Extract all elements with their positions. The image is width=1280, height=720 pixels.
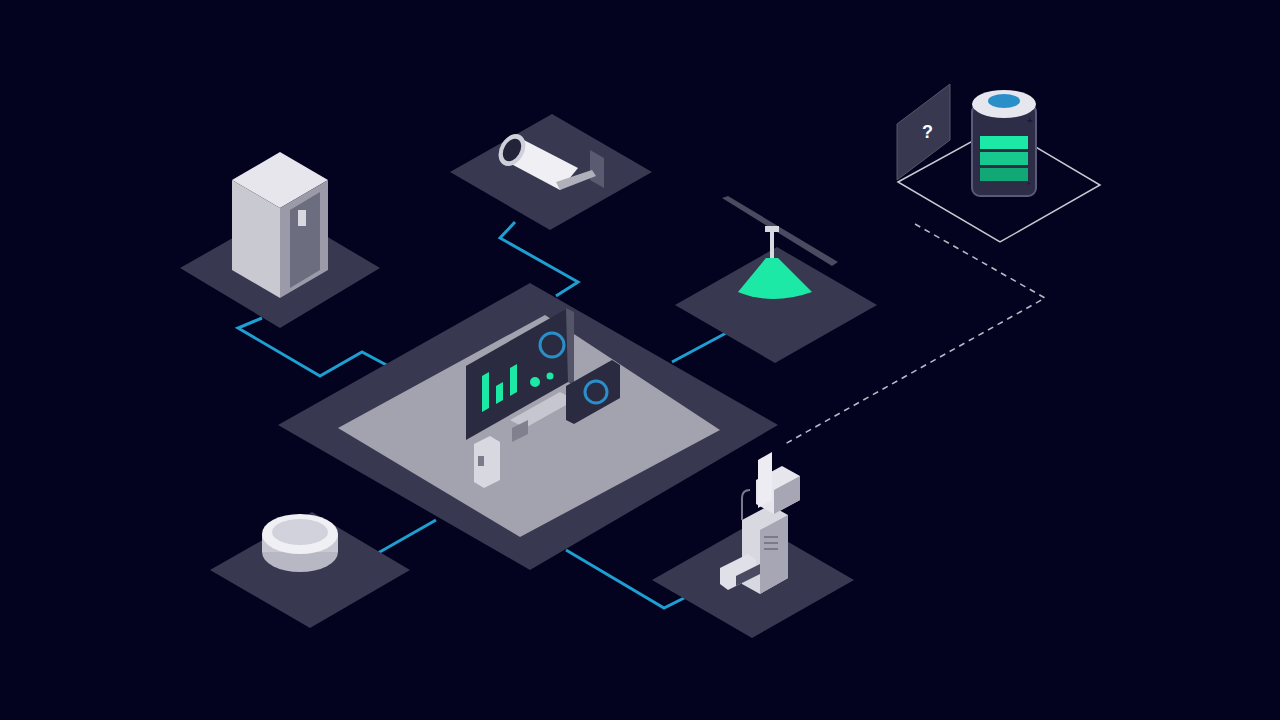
node-text: ? bbox=[922, 122, 933, 143]
terminal-mark: - bbox=[1027, 178, 1030, 188]
question-panel: ? bbox=[897, 84, 958, 180]
terminal-mark: + bbox=[1027, 116, 1033, 126]
